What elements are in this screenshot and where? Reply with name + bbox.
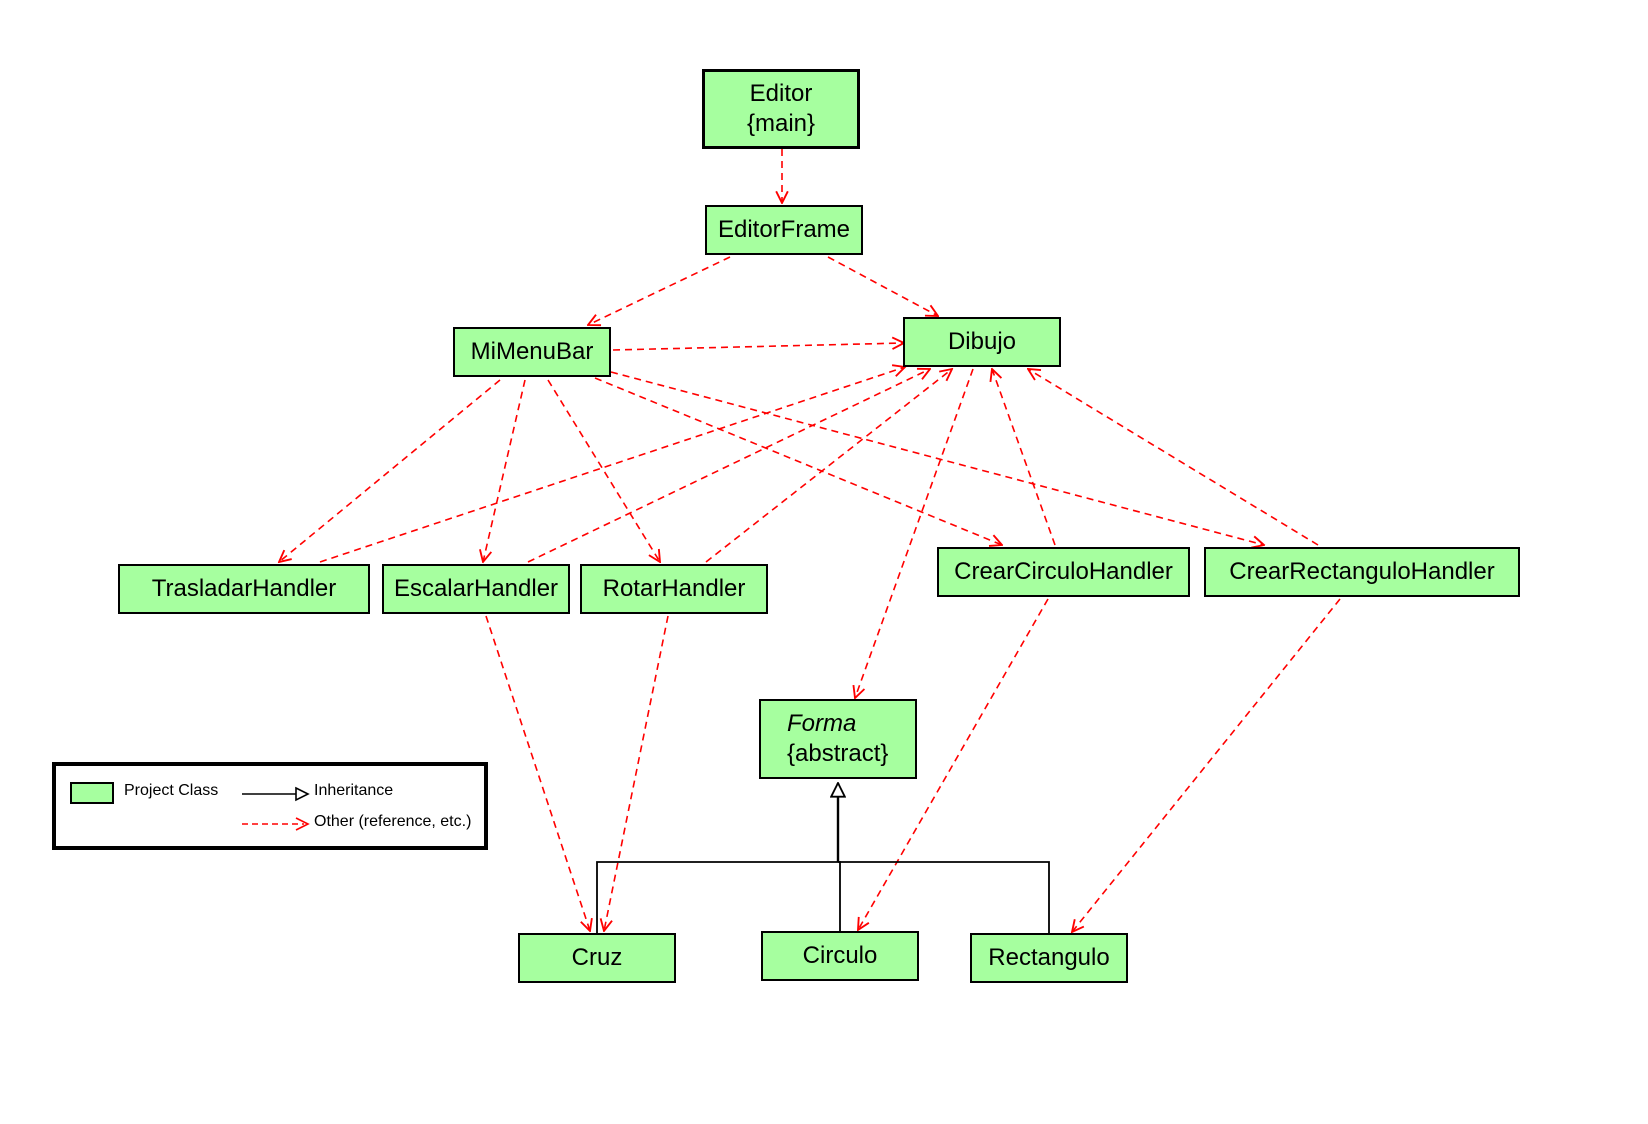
class-label-dibujo: Dibujo xyxy=(947,328,1017,355)
reference-edge-crearcirculo-to-dibujo xyxy=(992,369,1056,546)
reference-edge-mimenubar-to-escalar xyxy=(483,379,526,562)
class-label-cruz: Cruz xyxy=(571,944,623,971)
class-label-rotar: RotarHandler xyxy=(602,575,746,602)
reference-edge-mimenubar-to-rotar xyxy=(547,379,660,562)
reference-edge-mimenubar-to-crearcirculo xyxy=(594,377,1002,545)
reference-edge-crearcirculo-to-circulo xyxy=(858,598,1049,930)
legend-class-swatch xyxy=(70,782,114,804)
reference-edge-crearrect-to-rectangulo xyxy=(1072,598,1341,932)
class-box-escalar[interactable]: EscalarHandler xyxy=(382,564,570,614)
inheritance-edge-cruz-to-forma xyxy=(596,861,838,933)
reference-edge-rotar-to-dibujo xyxy=(705,369,952,563)
inheritance-edge-circulo-to-forma xyxy=(838,861,841,931)
legend-reference-line xyxy=(242,817,310,831)
class-label-editor-stereotype: {main} xyxy=(746,110,816,137)
legend-inheritance-line xyxy=(242,786,310,802)
class-box-mimenubar[interactable]: MiMenuBar xyxy=(453,327,611,377)
class-label-rectangulo: Rectangulo xyxy=(988,944,1110,971)
class-box-dibujo[interactable]: Dibujo xyxy=(903,317,1061,367)
class-box-cruz[interactable]: Cruz xyxy=(518,933,676,983)
class-label-trasladar: TrasladarHandler xyxy=(151,575,337,602)
reference-edge-crearrect-to-dibujo xyxy=(1028,369,1319,546)
class-box-rotar[interactable]: RotarHandler xyxy=(580,564,768,614)
class-label-forma-stereotype: {abstract} xyxy=(787,740,889,767)
reference-edge-mimenubar-to-crearrect xyxy=(610,371,1264,545)
class-box-crearcirculo[interactable]: CrearCirculoHandler xyxy=(937,547,1190,597)
inheritance-edges xyxy=(596,783,1050,933)
class-box-editorframe[interactable]: EditorFrame xyxy=(705,205,863,255)
class-label-escalar: EscalarHandler xyxy=(393,575,559,602)
inheritance-edge-rectangulo-to-forma xyxy=(838,861,1050,933)
legend-other-label: Other (reference, etc.) xyxy=(314,813,472,830)
class-box-trasladar[interactable]: TrasladarHandler xyxy=(118,564,370,614)
legend: Project Class Inheritance Other (referen… xyxy=(52,762,488,850)
reference-edge-editorframe-to-dibujo xyxy=(827,256,938,316)
reference-edge-mimenubar-to-trasladar xyxy=(279,379,501,562)
class-label-circulo: Circulo xyxy=(802,942,878,969)
class-label-forma: Forma xyxy=(787,710,857,737)
class-label-editor: Editor xyxy=(749,80,813,107)
class-box-crearrect[interactable]: CrearRectanguloHandler xyxy=(1204,547,1520,597)
reference-edge-editorframe-to-mimenubar xyxy=(588,256,731,325)
class-box-rectangulo[interactable]: Rectangulo xyxy=(970,933,1128,983)
legend-inheritance-label: Inheritance xyxy=(314,782,394,799)
class-box-circulo[interactable]: Circulo xyxy=(761,931,919,981)
reference-edge-trasladar-to-dibujo xyxy=(319,367,905,563)
class-label-crearcirculo: CrearCirculoHandler xyxy=(954,558,1173,585)
class-label-crearrect: CrearRectanguloHandler xyxy=(1229,558,1495,585)
reference-edge-escalar-to-dibujo xyxy=(527,369,930,563)
class-box-forma[interactable]: Forma {abstract} xyxy=(759,699,917,779)
reference-edges xyxy=(279,149,1341,932)
class-box-editor[interactable]: Editor {main} xyxy=(702,69,860,149)
class-label-editorframe: EditorFrame xyxy=(717,216,851,243)
reference-edge-rotar-to-cruz xyxy=(604,615,669,931)
legend-project-class-label: Project Class xyxy=(124,782,219,799)
class-label-mimenubar: MiMenuBar xyxy=(470,338,594,365)
reference-edge-escalar-to-cruz xyxy=(485,615,590,931)
reference-edge-dibujo-to-forma xyxy=(855,368,974,698)
reference-edge-mimenubar-to-dibujo xyxy=(612,343,904,351)
